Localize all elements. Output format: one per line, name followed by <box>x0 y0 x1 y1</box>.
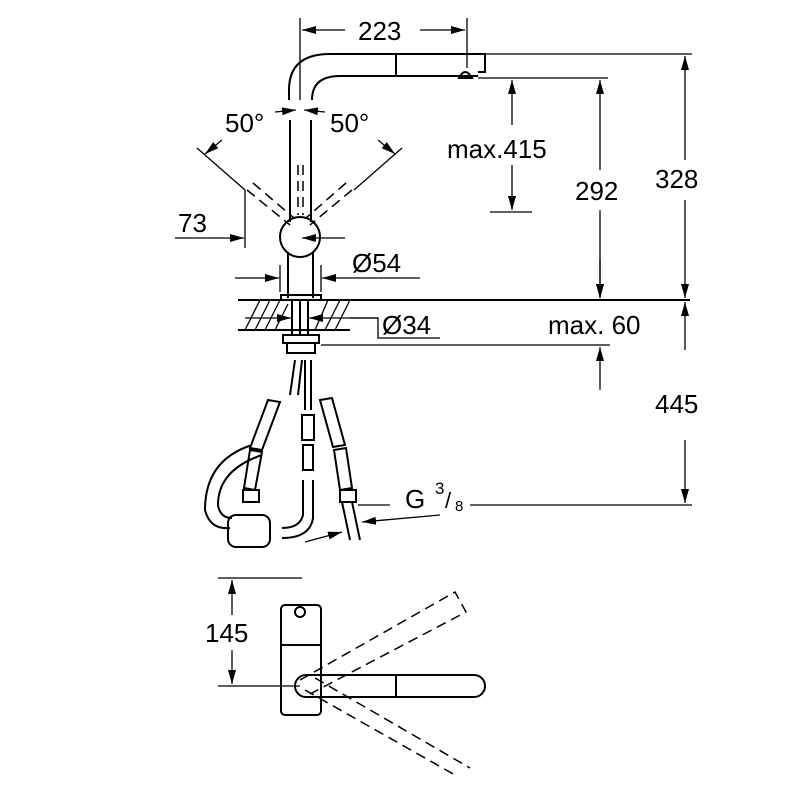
dim-223: 223 <box>358 16 401 46</box>
dim-diameter-54: Ø54 <box>352 248 401 278</box>
hose-weight <box>227 514 271 548</box>
dim-145: 145 <box>205 618 248 648</box>
dimension-lines <box>175 18 692 543</box>
dim-292: 292 <box>575 176 618 206</box>
dim-max-415: max.415 <box>447 134 547 164</box>
dim-73: 73 <box>178 208 207 238</box>
dim-swivel-right: 50° <box>330 108 369 138</box>
faucet-side-view <box>203 53 690 548</box>
faucet-plan-view <box>218 577 486 776</box>
svg-text:8: 8 <box>455 498 463 515</box>
thread-size-label: G 3 / 8 <box>405 479 463 515</box>
lever-ball <box>279 216 321 258</box>
dim-328: 328 <box>655 164 698 194</box>
svg-text:3: 3 <box>435 479 444 498</box>
dim-max-60: max. 60 <box>548 310 641 340</box>
dim-445: 445 <box>655 389 698 419</box>
dim-swivel-left: 50° <box>225 108 264 138</box>
dim-diameter-34: Ø34 <box>382 310 431 340</box>
svg-text:G: G <box>405 484 425 514</box>
svg-text:/: / <box>445 488 452 513</box>
